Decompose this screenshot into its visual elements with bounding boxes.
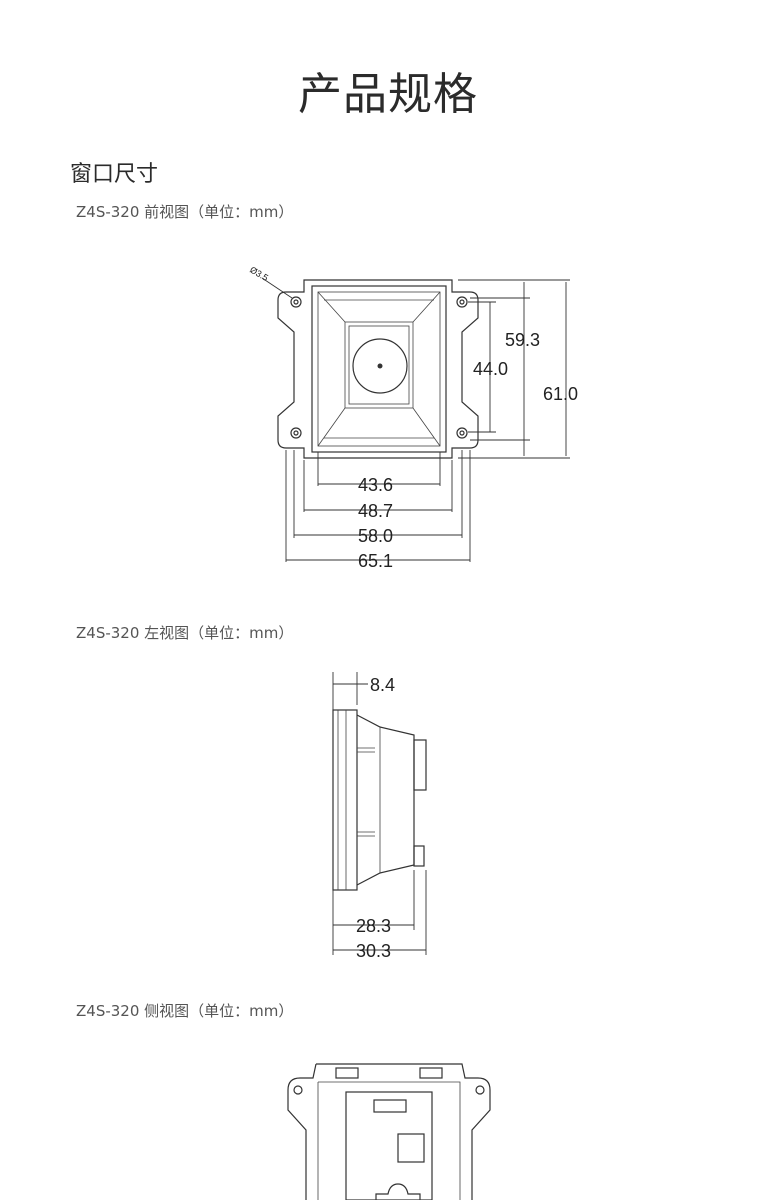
left-view-drawing: 8.4 28.3 30.3 — [332, 672, 427, 961]
left-flange — [332, 709, 358, 891]
side-view-caption: Z4S-320 侧视图（单位：mm） — [76, 1002, 294, 1020]
front-window-inner — [348, 325, 410, 405]
lens-icon — [352, 338, 408, 394]
side-housing-outline — [287, 1063, 491, 1200]
side-inner-panel — [345, 1091, 433, 1200]
dim-59-3: 59.3 — [505, 330, 540, 350]
dim-48-7: 48.7 — [358, 501, 393, 521]
dim-58-0: 58.0 — [358, 526, 393, 546]
page-title: 产品规格 — [298, 69, 478, 120]
hole-diameter-label: Ø3.5 — [248, 265, 270, 283]
front-body-rect — [311, 285, 447, 453]
side-view-drawing — [287, 1063, 491, 1200]
front-view-drawing: Ø3.5 44.0 59.3 61.0 43.6 48.7 58.0 65.1 — [248, 265, 578, 571]
front-housing-outline — [277, 279, 479, 459]
front-window-frame — [344, 321, 414, 409]
dim-43-6: 43.6 — [358, 475, 393, 495]
left-body-outline — [356, 714, 415, 886]
dim-30-3: 30.3 — [356, 941, 391, 961]
front-view-caption: Z4S-320 前视图（单位：mm） — [76, 203, 294, 221]
section-title: 窗口尺寸 — [70, 162, 159, 187]
side-connector — [373, 1099, 407, 1113]
dim-65-1: 65.1 — [358, 551, 393, 571]
mount-hole-icon — [290, 296, 302, 308]
side-hole-icon — [293, 1085, 303, 1095]
dim-28-3: 28.3 — [356, 916, 391, 936]
dim-44-0: 44.0 — [473, 359, 508, 379]
dim-8-4: 8.4 — [370, 675, 395, 695]
dim-61-0: 61.0 — [543, 384, 578, 404]
left-view-caption: Z4S-320 左视图（单位：mm） — [76, 624, 294, 642]
front-outer-bezel — [317, 291, 441, 447]
